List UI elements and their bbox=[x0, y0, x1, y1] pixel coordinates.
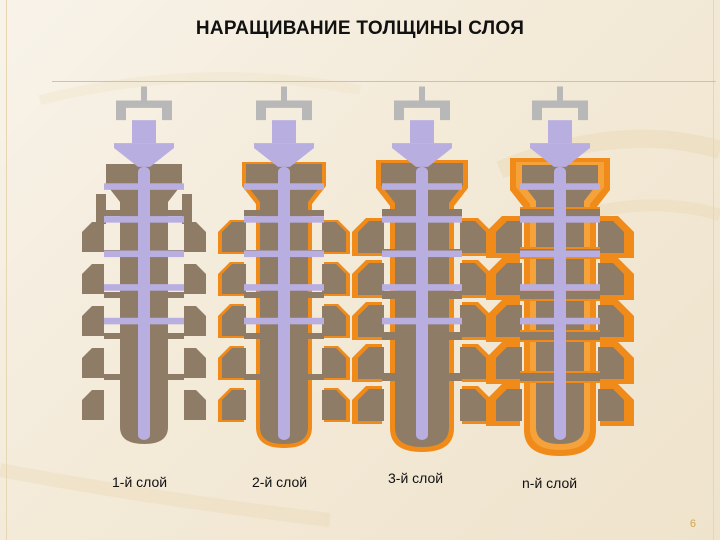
page-number: 6 bbox=[689, 518, 696, 530]
tree-2-label: 2-й слой bbox=[252, 474, 308, 490]
tree-1-label: 1-й слой bbox=[112, 474, 168, 490]
tree-2 bbox=[218, 86, 350, 448]
tree-3-label: 3-й слой bbox=[388, 470, 444, 486]
title-divider bbox=[52, 81, 716, 82]
tree-3 bbox=[352, 86, 492, 452]
frame-left-line bbox=[6, 0, 7, 540]
page-title: НАРАЩИВАНИЕ ТОЛЩИНЫ СЛОЯ bbox=[195, 18, 525, 39]
tree-1 bbox=[82, 86, 206, 444]
tree-4 bbox=[486, 86, 634, 456]
tree-4-label: n-й слой bbox=[522, 475, 578, 491]
frame-right-line bbox=[713, 0, 714, 540]
